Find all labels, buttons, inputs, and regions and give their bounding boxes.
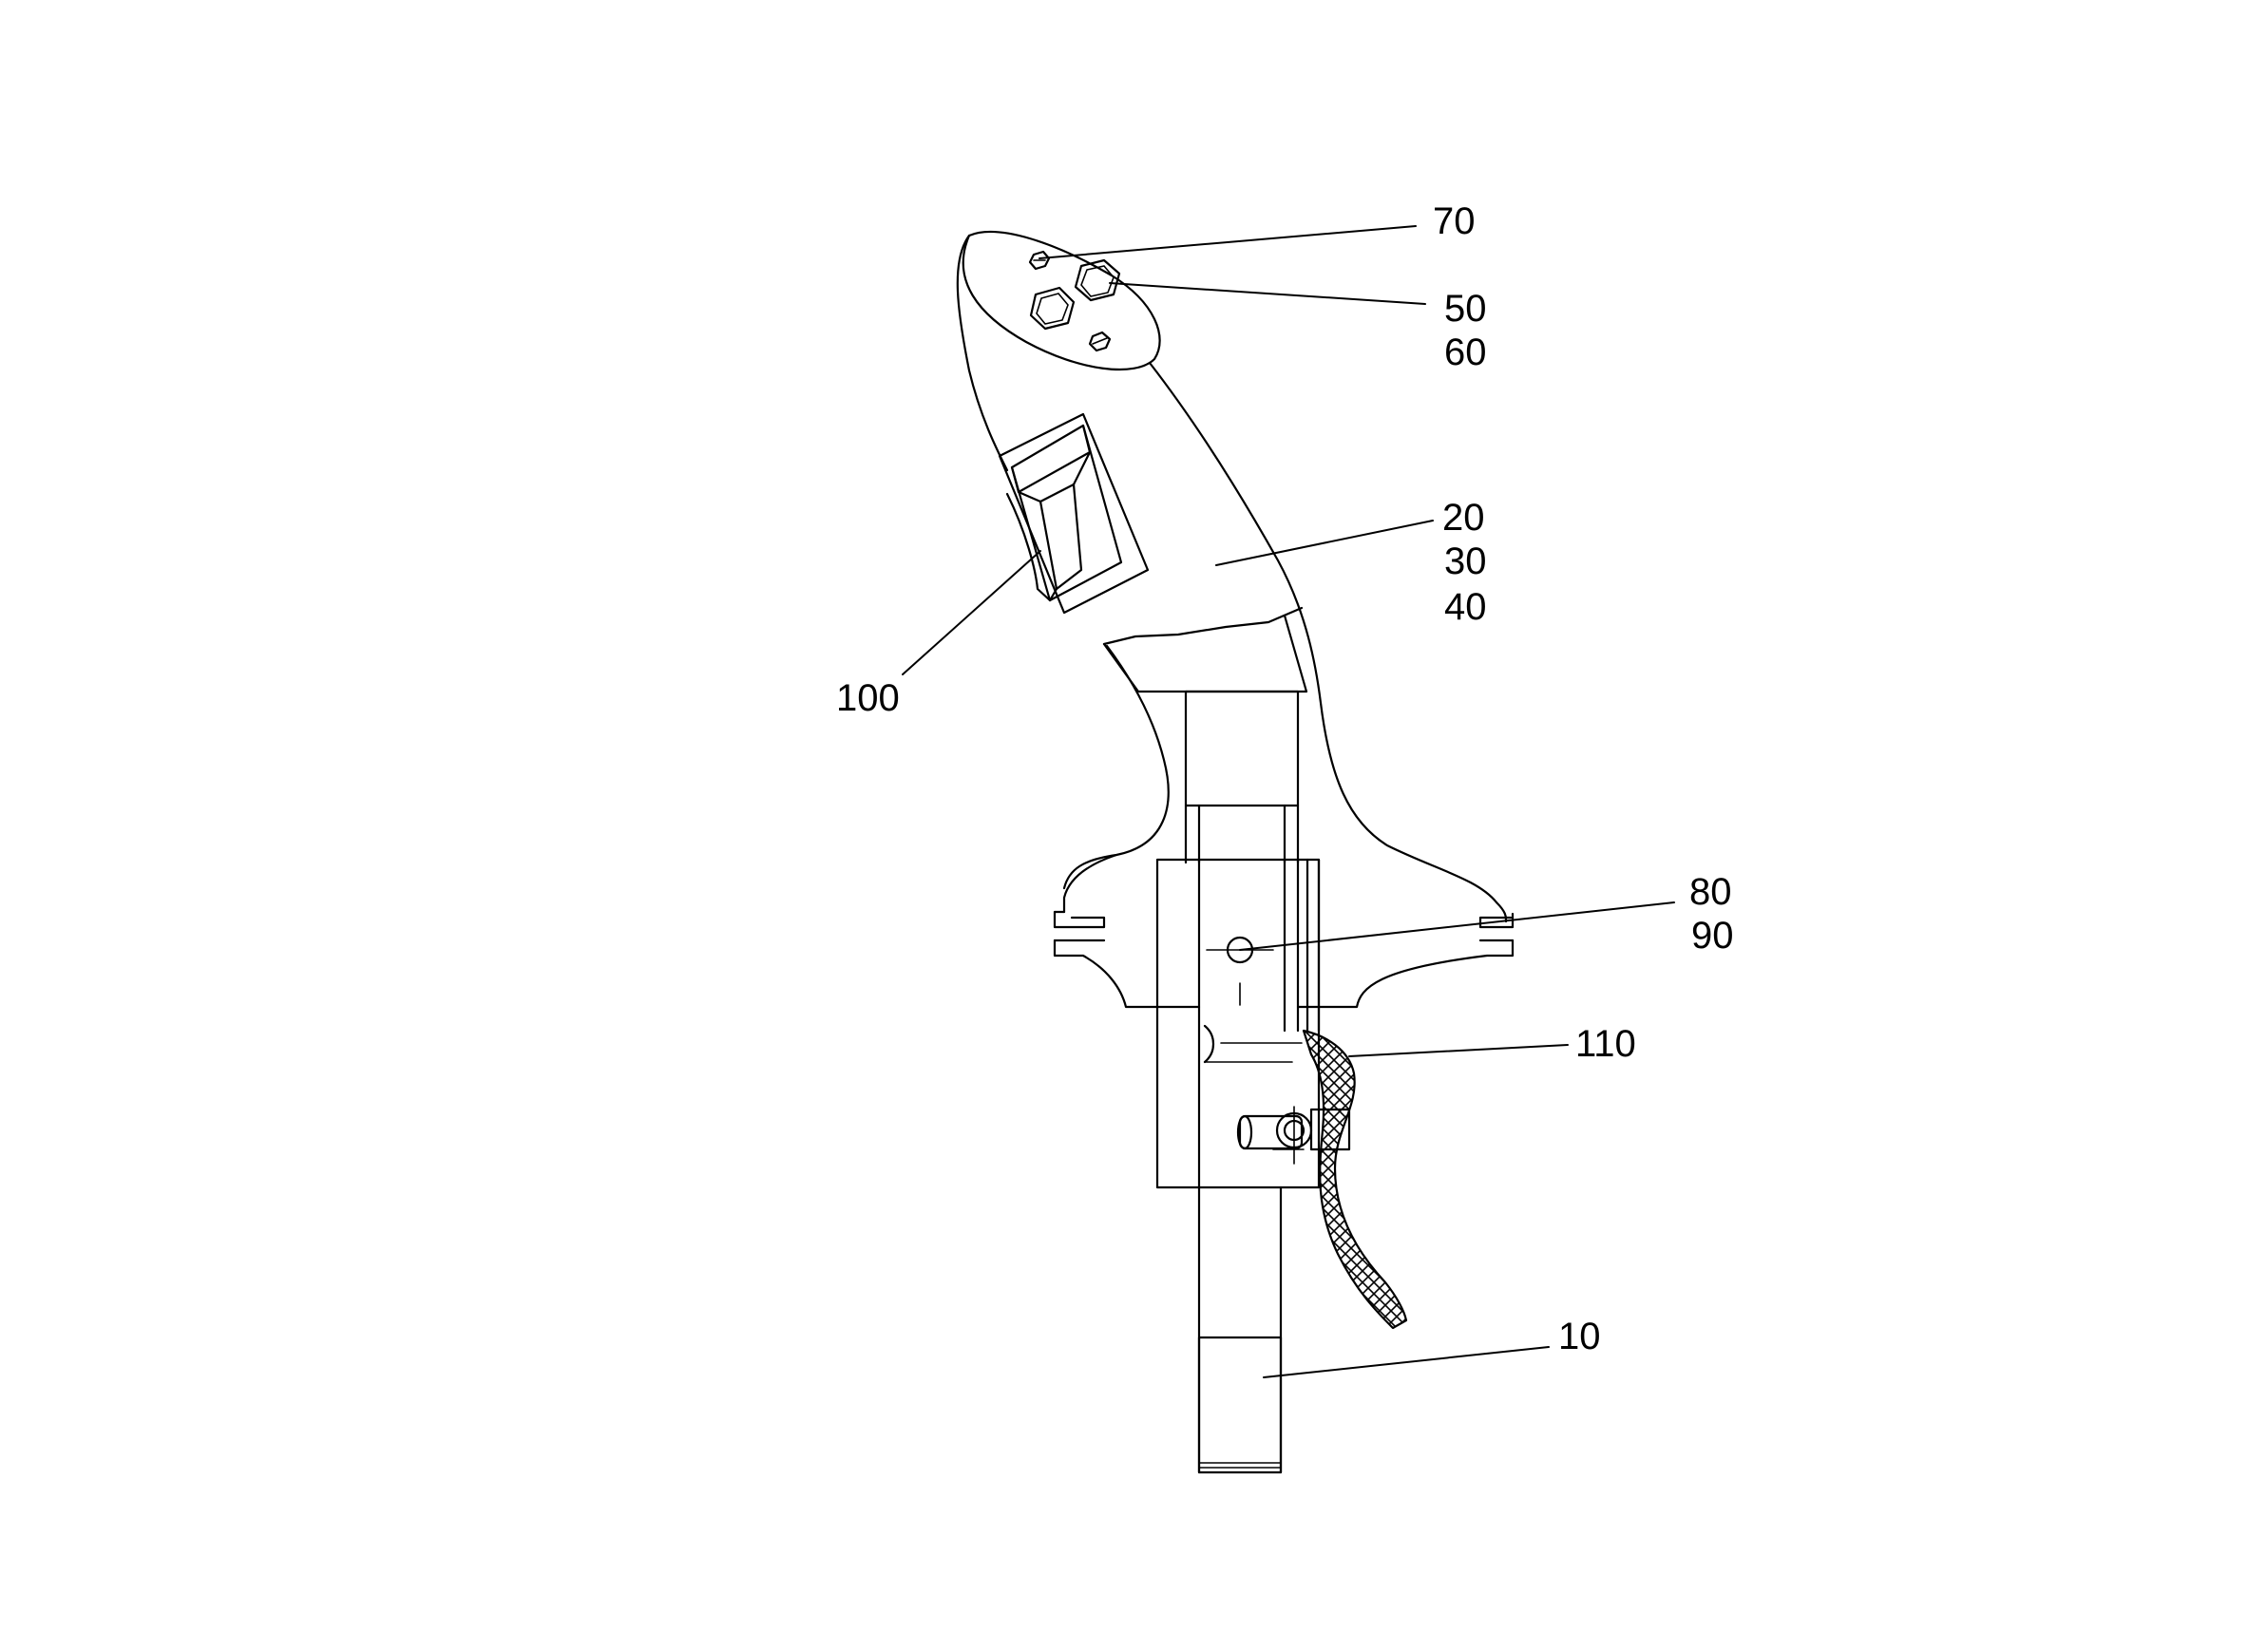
indicator-bottom <box>1088 331 1112 352</box>
leader-50 <box>1109 282 1426 305</box>
leader-70 <box>1039 225 1417 259</box>
leader-100 <box>902 550 1041 675</box>
label-40: 40 <box>1444 586 1487 628</box>
top-button-left <box>1029 286 1076 331</box>
upper-shaft <box>1184 690 1300 864</box>
side-switch <box>998 412 1150 615</box>
handle-grip <box>956 230 1498 904</box>
leader-lines <box>902 225 1675 1378</box>
label-30: 30 <box>1444 541 1487 582</box>
label-20: 20 <box>1442 497 1485 539</box>
label-100: 100 <box>836 677 900 719</box>
label-50: 50 <box>1444 288 1487 330</box>
reference-numerals: 70 50 60 20 30 40 100 80 90 110 10 <box>836 200 1734 1357</box>
label-90: 90 <box>1691 915 1734 957</box>
housing-block <box>1155 858 1321 1189</box>
leader-20 <box>1215 520 1434 566</box>
top-buttons <box>1028 250 1121 352</box>
indicator-top <box>1028 250 1051 271</box>
leader-110 <box>1348 1044 1569 1057</box>
label-10: 10 <box>1558 1316 1601 1357</box>
leader-10 <box>1263 1346 1550 1378</box>
leader-80 <box>1239 901 1675 951</box>
label-110: 110 <box>1575 1023 1636 1065</box>
top-button-right <box>1074 258 1121 302</box>
label-70: 70 <box>1433 200 1476 242</box>
trigger-lever <box>1236 1029 1408 1330</box>
label-60: 60 <box>1444 332 1487 373</box>
mounting-flange <box>1053 853 1515 1009</box>
label-80: 80 <box>1689 871 1732 913</box>
lower-shaft <box>1197 1185 1283 1474</box>
